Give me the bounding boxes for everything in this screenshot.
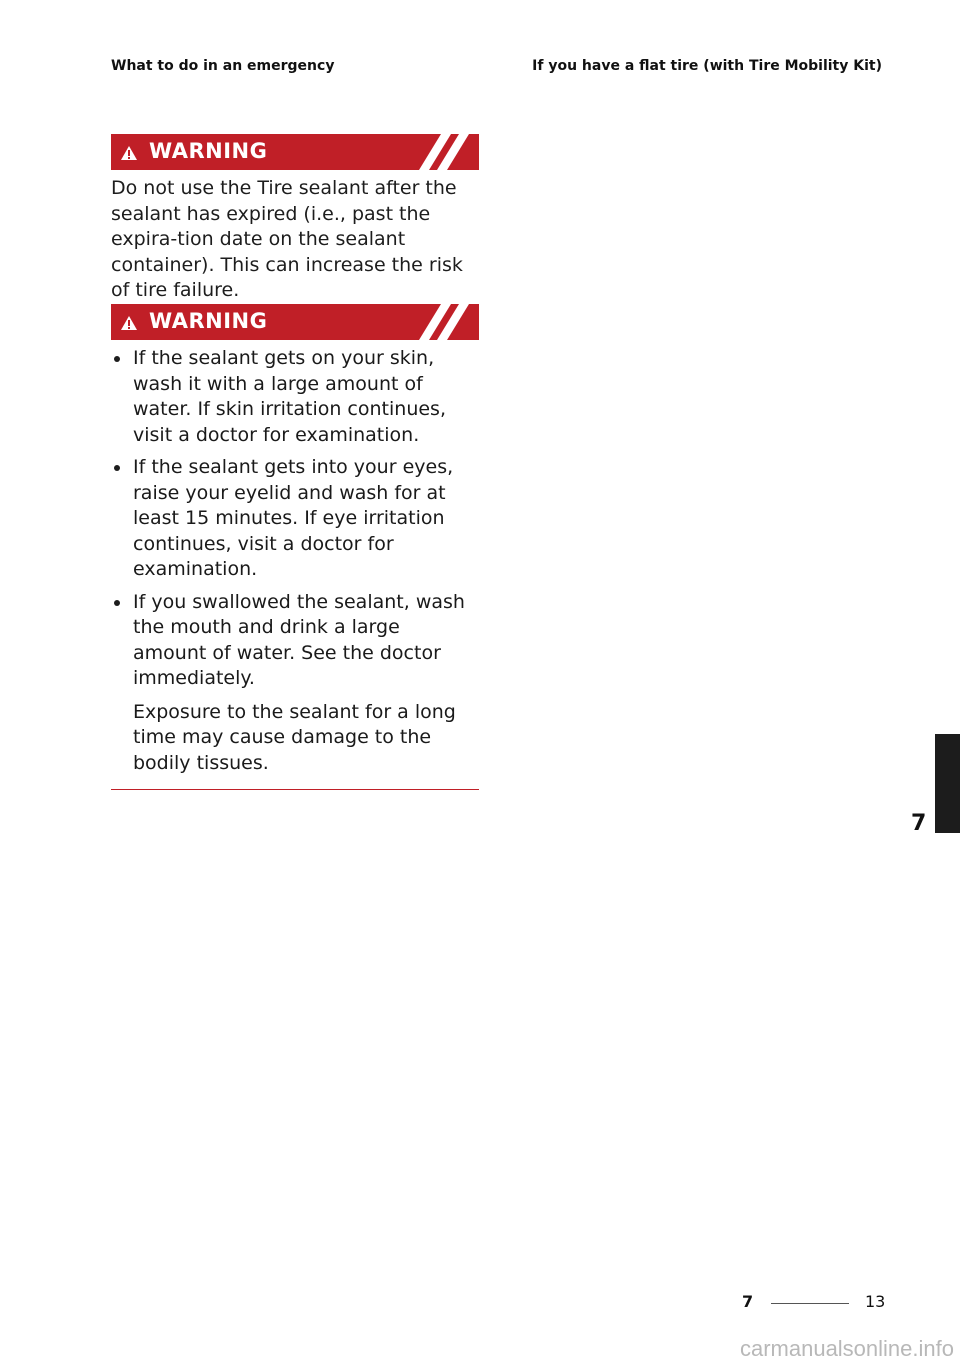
running-header-section: What to do in an emergency <box>111 58 335 74</box>
bullet-icon <box>114 599 120 606</box>
warning-text: Do not use the Tire sealant after the se… <box>111 177 463 301</box>
warning-banner: WARNING <box>111 304 479 340</box>
warning-banner: WARNING <box>111 134 479 170</box>
list-item: If the sealant gets on your skin, wash i… <box>111 346 479 448</box>
chapter-number: 7 <box>911 811 927 836</box>
warning-box-expired-sealant: WARNING Do not use the Tire sealant afte… <box>111 134 479 318</box>
list-item-text: If the sealant gets into your eyes, rais… <box>133 456 454 580</box>
list-item: If you swallowed the sealant, wash the m… <box>111 590 479 777</box>
warning-label: WARNING <box>149 309 268 333</box>
bullet-icon <box>114 356 120 362</box>
list-item-text: If the sealant gets on your skin, wash i… <box>133 347 446 446</box>
running-header-topic: If you have a flat tire (with Tire Mobil… <box>532 58 882 74</box>
bullet-icon <box>114 465 120 471</box>
warning-box-sealant-contact: WARNING If the sealant gets on your skin… <box>111 304 479 790</box>
hazard-stripes-icon <box>419 304 469 340</box>
page-number: 13 <box>865 1292 886 1311</box>
chapter-tab <box>935 734 960 833</box>
warning-triangle-icon <box>121 316 137 330</box>
list-item-text: If you swallowed the sealant, wash the m… <box>133 590 465 690</box>
warning-list: If the sealant gets on your skin, wash i… <box>111 346 479 776</box>
warning-label: WARNING <box>149 139 268 163</box>
footer-divider <box>771 1303 849 1304</box>
list-item-note: Exposure to the sealant for a long time … <box>133 700 456 774</box>
list-item: If the sealant gets into your eyes, rais… <box>111 455 479 583</box>
watermark: carmanualsonline.info <box>739 1336 954 1361</box>
warning-triangle-icon <box>121 146 137 160</box>
footer-chapter-number: 7 <box>742 1292 754 1311</box>
hazard-stripes-icon <box>419 134 469 170</box>
warning-divider <box>111 789 479 790</box>
